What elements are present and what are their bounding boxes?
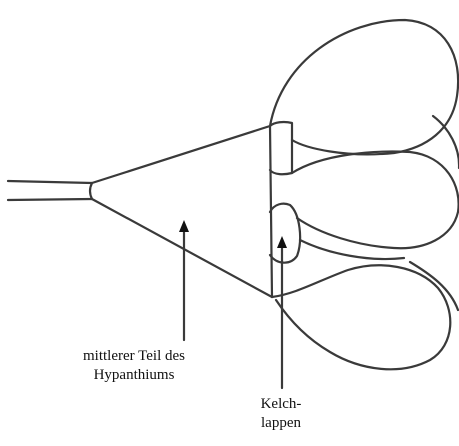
label-hypanthium: mittlerer Teil des Hypanthiums	[52, 347, 216, 385]
hypanthium-arrow	[179, 220, 189, 340]
label-kelch-line1: Kelch-	[236, 395, 326, 414]
upper-sepal-lobe	[270, 122, 292, 174]
hypanthium-cone	[90, 126, 272, 297]
label-hypanthium-line2: Hypanthiums	[52, 366, 216, 385]
pedicel	[8, 181, 92, 200]
label-hypanthium-line1: mittlerer Teil des	[52, 347, 216, 366]
label-kelchlappen: Kelch- lappen	[236, 395, 326, 433]
petals	[270, 20, 459, 369]
label-kelch-line2: lappen	[236, 414, 326, 433]
lower-sepal-lobe	[270, 204, 300, 263]
